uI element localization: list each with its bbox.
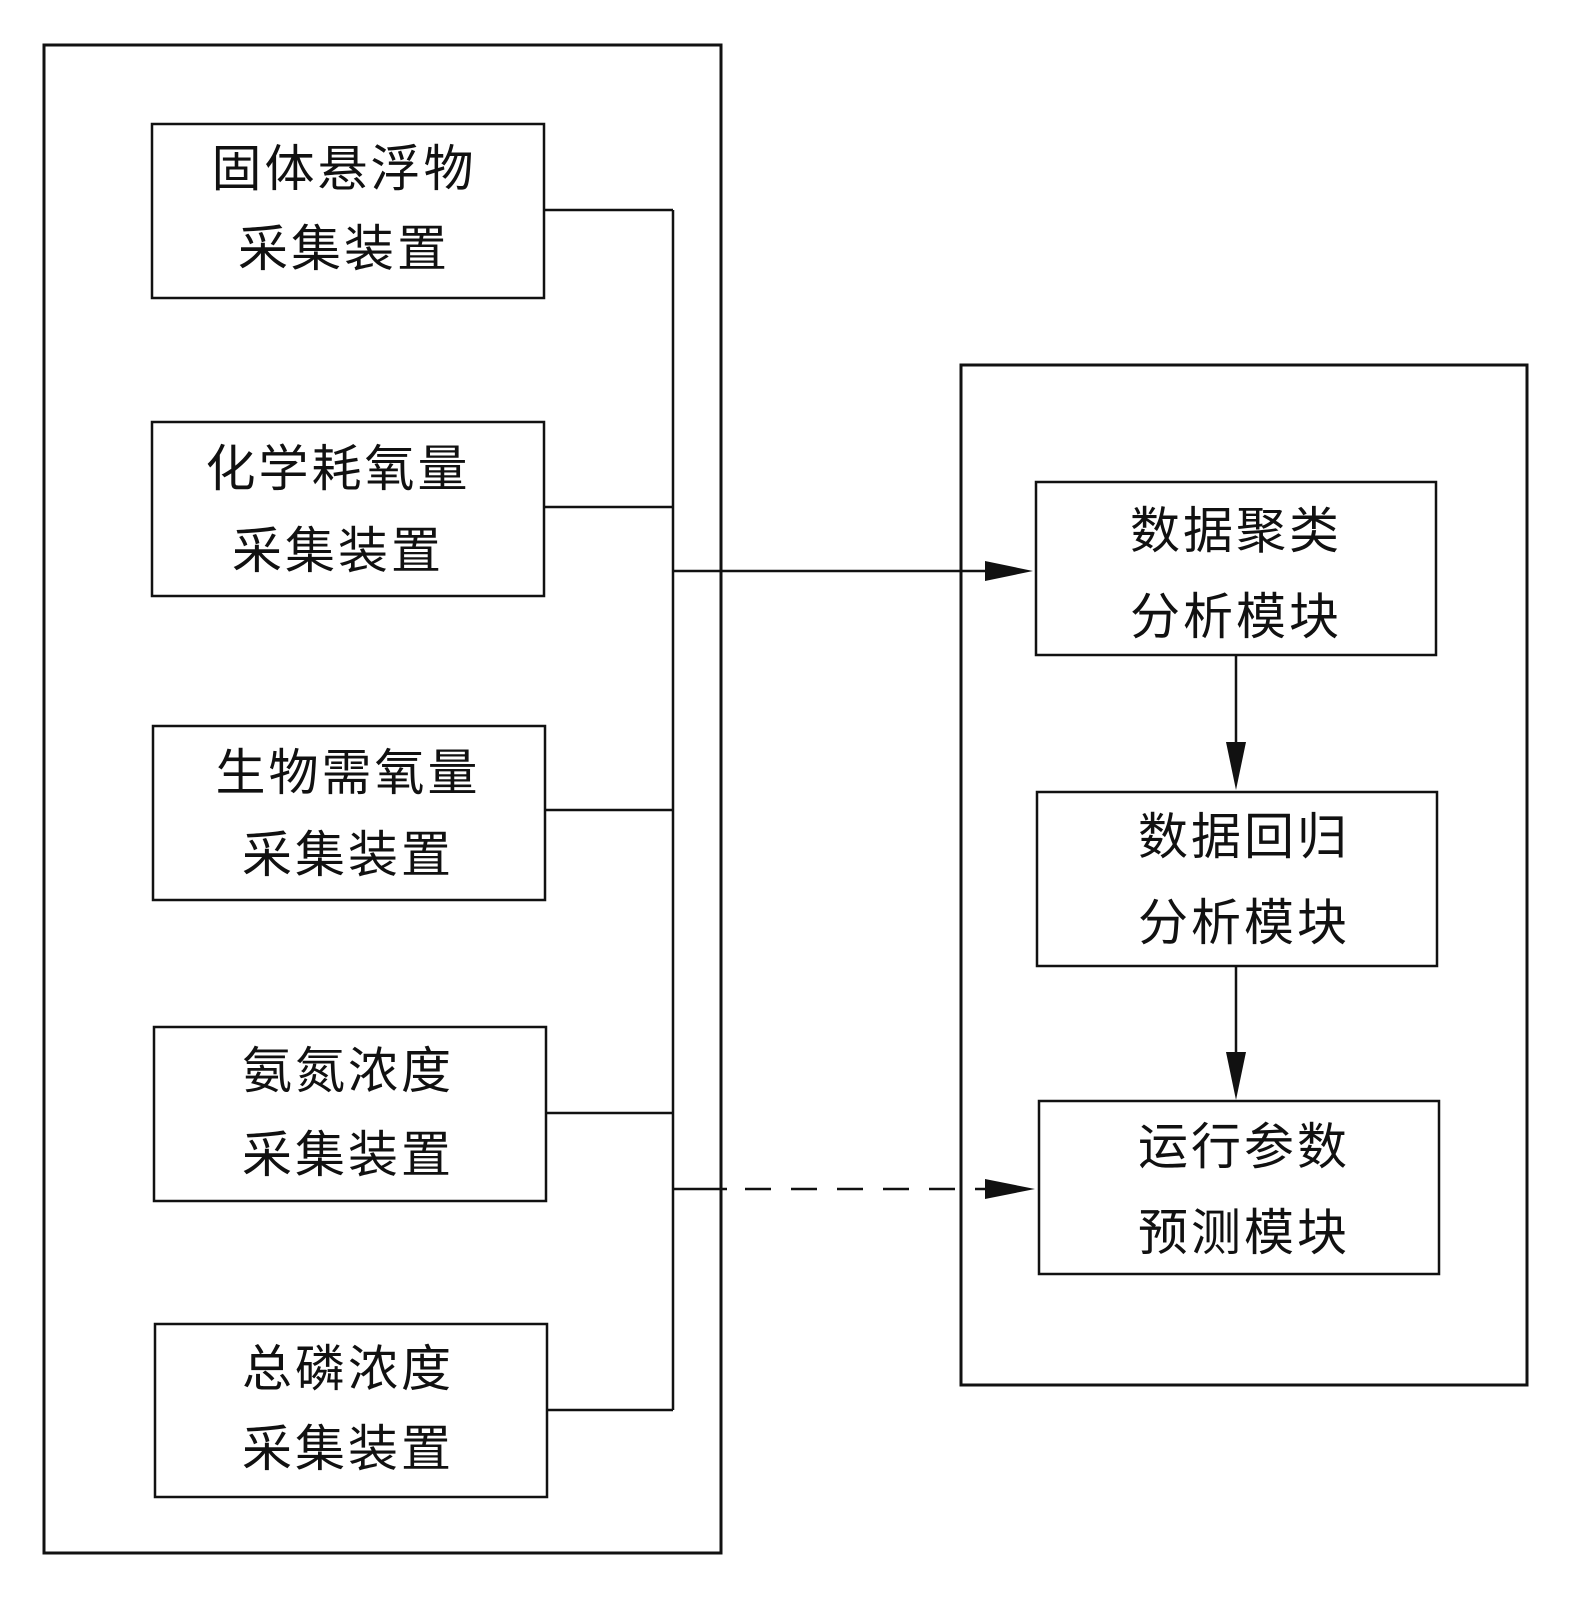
module-label-line2: 分析模块 [1130, 588, 1342, 646]
module-label-line1: 数据聚类 [1130, 502, 1342, 560]
collector-group-frame [42, 43, 723, 1555]
module-label-line1: 数据回归 [1138, 808, 1350, 866]
module-box-regression: 数据回归 分析模块 [1035, 790, 1439, 968]
collector-box-cod: 化学耗氧量 采集装置 [150, 420, 546, 598]
analysis-group-frame [959, 363, 1529, 1387]
arrow-to-clustering-head [985, 561, 1033, 581]
module-label-line1: 运行参数 [1138, 1118, 1350, 1176]
collector-box-suspended-solids: 固体悬浮物 采集装置 [150, 122, 546, 300]
collector-label-line1: 生物需氧量 [216, 744, 481, 802]
collector-box-total-phosphorus: 总磷浓度 采集装置 [153, 1322, 549, 1499]
arrow-to-prediction-head [985, 1179, 1035, 1199]
collector-label-line1: 固体悬浮物 [212, 140, 477, 198]
collector-label-line2: 采集装置 [242, 1420, 454, 1478]
collector-label-line2: 采集装置 [232, 522, 444, 580]
collector-label-line2: 采集装置 [238, 220, 450, 278]
collector-box-bod: 生物需氧量 采集装置 [151, 724, 547, 902]
collector-label-line1: 氨氮浓度 [242, 1042, 454, 1100]
collector-label-line2: 采集装置 [242, 826, 454, 884]
collector-label-line2: 采集装置 [242, 1126, 454, 1184]
arrow-regression-to-prediction-head [1226, 1052, 1246, 1100]
module-label-line2: 预测模块 [1138, 1204, 1350, 1262]
collector-label-line1: 化学耗氧量 [206, 440, 471, 498]
module-label-line2: 分析模块 [1138, 894, 1350, 952]
module-box-clustering: 数据聚类 分析模块 [1034, 480, 1438, 657]
module-box-prediction: 运行参数 预测模块 [1037, 1099, 1441, 1276]
collector-box-ammonia: 氨氮浓度 采集装置 [152, 1025, 548, 1203]
arrow-clustering-to-regression-head [1226, 742, 1246, 790]
collector-label-line1: 总磷浓度 [242, 1340, 454, 1398]
